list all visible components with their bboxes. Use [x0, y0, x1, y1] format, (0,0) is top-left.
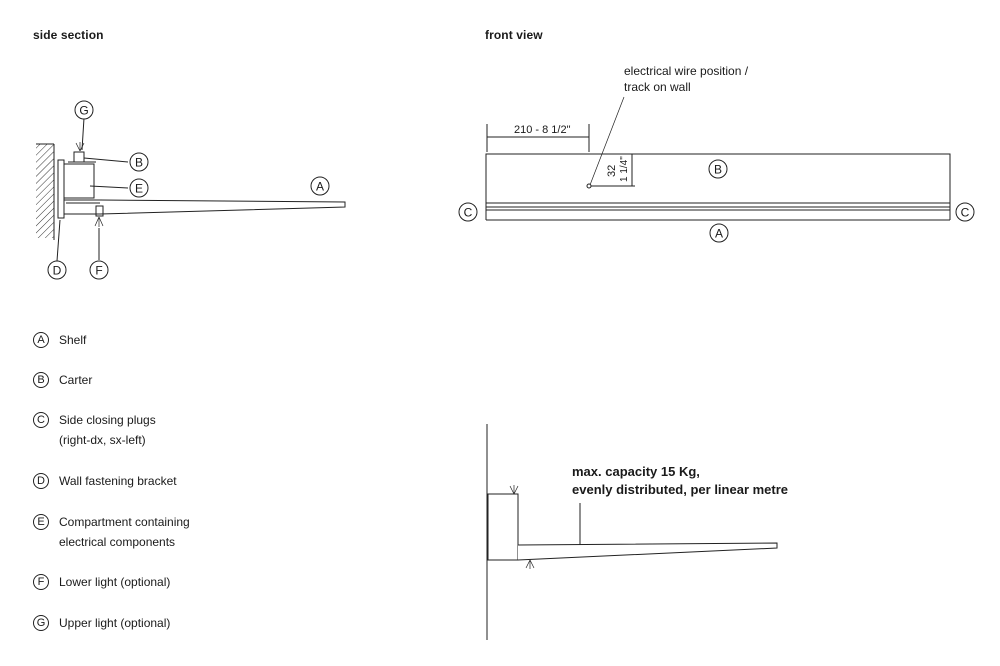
dimension-height-in: 1 1/4"	[619, 156, 630, 182]
label-b-front: B	[708, 159, 728, 179]
legend-item-a: A Shelf	[33, 330, 86, 350]
legend-item-d: D Wall fastening bracket	[33, 471, 177, 491]
legend-marker: C	[33, 412, 49, 428]
legend-item-e: E Compartment containing electrical comp…	[33, 512, 190, 552]
capacity-line1: max. capacity 15 Kg,	[572, 464, 700, 479]
legend-text: Wall fastening bracket	[59, 474, 177, 488]
dimension-width-label: 210 - 8 1/2"	[514, 124, 571, 136]
legend-marker: E	[33, 514, 49, 530]
legend-text: Lower light (optional)	[59, 575, 171, 589]
legend-text: Shelf	[59, 333, 87, 347]
capacity-note: max. capacity 15 Kg, evenly distributed,…	[572, 463, 788, 499]
svg-text:A: A	[715, 227, 723, 241]
legend-item-g: G Upper light (optional)	[33, 613, 170, 633]
label-b-side: B	[129, 152, 149, 172]
label-a-side: A	[310, 176, 330, 196]
label-e: E	[129, 178, 149, 198]
carter	[73, 151, 85, 163]
lower-light	[95, 205, 104, 217]
legend-marker: D	[33, 473, 49, 489]
legend-marker: A	[33, 332, 49, 348]
label-g: G	[74, 100, 94, 120]
legend-text: Upper light (optional)	[59, 616, 171, 630]
front-view-heading: front view	[485, 28, 543, 42]
legend-marker: B	[33, 372, 49, 388]
label-f: F	[89, 260, 109, 280]
svg-text:D: D	[53, 264, 62, 278]
wire-note-line2: track on wall	[624, 80, 691, 94]
legend-text: (right-dx, sx-left)	[59, 433, 146, 447]
label-c-right: C	[955, 202, 975, 222]
lower-light-rays	[94, 216, 104, 227]
side-section-drawing	[36, 117, 346, 262]
legend-text: Compartment containing	[59, 515, 190, 529]
label-d: D	[47, 260, 67, 280]
dimension-height-mm: 32	[606, 165, 618, 177]
side-section-heading: side section	[33, 28, 104, 42]
wall-hatch	[36, 144, 54, 238]
shelf-section	[63, 199, 346, 215]
wire-note-line1: electrical wire position /	[624, 64, 749, 78]
svg-text:B: B	[135, 156, 143, 170]
legend-marker: G	[33, 615, 49, 631]
svg-text:G: G	[79, 104, 88, 118]
svg-text:C: C	[961, 206, 970, 220]
legend-item-c: C Side closing plugs (right-dx, sx-left)	[33, 410, 156, 450]
legend-marker: F	[33, 574, 49, 590]
wire-point	[586, 183, 592, 189]
load-shelf	[517, 542, 778, 561]
legend-text: Carter	[59, 373, 93, 387]
legend-text: Side closing plugs	[59, 413, 156, 427]
wire-leader	[589, 96, 625, 186]
svg-text:F: F	[95, 264, 102, 278]
label-a-front: A	[709, 223, 729, 243]
front-view-drawing	[485, 96, 951, 221]
wall-bracket	[57, 159, 65, 219]
legend-text: electrical components	[59, 535, 176, 549]
compartment	[63, 163, 95, 199]
front-carter	[485, 153, 951, 204]
legend-item-b: B Carter	[33, 370, 92, 390]
svg-text:B: B	[714, 163, 722, 177]
legend-item-f: F Lower light (optional)	[33, 572, 170, 592]
load-compartment	[487, 493, 519, 561]
load-view-drawing	[486, 424, 778, 640]
capacity-line2: evenly distributed, per linear metre	[572, 482, 789, 497]
svg-text:E: E	[135, 182, 143, 196]
svg-text:A: A	[316, 180, 324, 194]
svg-text:C: C	[464, 206, 473, 220]
label-c-left: C	[458, 202, 478, 222]
